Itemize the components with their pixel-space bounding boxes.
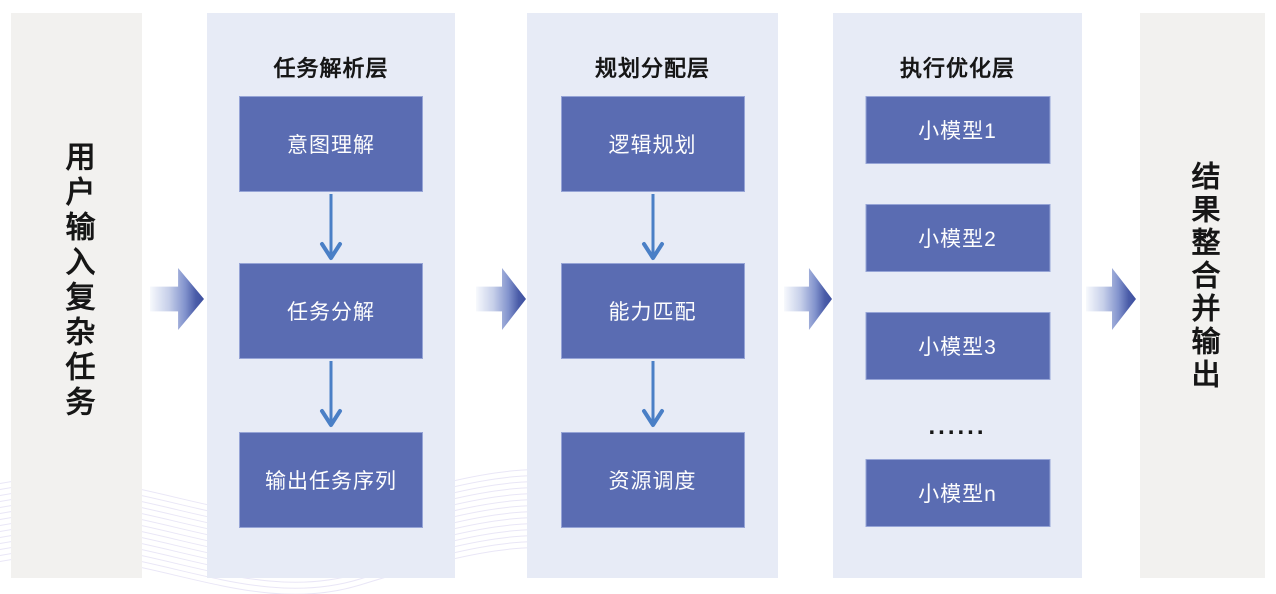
layer-execution-optimization: 执行优化层 小模型1 小模型2 小模型3 ...... 小模型n xyxy=(833,13,1082,578)
down-arrow-icon xyxy=(641,361,664,427)
node-task-decomposition: 任务分解 xyxy=(239,263,423,359)
node-small-model-3: 小模型3 xyxy=(865,312,1050,380)
node-logic-planning: 逻辑规划 xyxy=(560,96,745,192)
user-input-panel: 用户输入复杂任务 xyxy=(11,13,142,578)
down-arrow-icon xyxy=(320,194,342,260)
node-output-task-sequence: 输出任务序列 xyxy=(239,432,423,528)
node-intent-understanding: 意图理解 xyxy=(239,96,423,192)
layer-title: 任务解析层 xyxy=(273,56,389,82)
node-small-model-1: 小模型1 xyxy=(865,96,1050,164)
ellipsis-label: ...... xyxy=(928,413,987,440)
user-input-label: 用户输入复杂任务 xyxy=(60,141,94,421)
node-small-model-2: 小模型2 xyxy=(865,204,1050,272)
flow-arrow-icon-3 xyxy=(784,268,832,330)
flow-arrow-icon-1 xyxy=(150,268,204,330)
flow-arrow-icon-4 xyxy=(1086,268,1136,330)
node-small-model-n: 小模型n xyxy=(865,459,1050,527)
result-output-label: 结果整合并输出 xyxy=(1187,161,1219,392)
down-arrow-icon xyxy=(320,361,342,427)
node-capability-matching: 能力匹配 xyxy=(560,263,745,359)
layer-title: 执行优化层 xyxy=(899,56,1015,82)
layer-planning-allocation: 规划分配层 逻辑规划 能力匹配 资源调度 xyxy=(527,13,778,578)
layer-title: 规划分配层 xyxy=(594,56,710,82)
result-output-panel: 结果整合并输出 xyxy=(1140,13,1265,578)
down-arrow-icon xyxy=(641,194,664,260)
layer-task-parsing: 任务解析层 意图理解 任务分解 输出任务序列 xyxy=(207,13,455,578)
node-resource-scheduling: 资源调度 xyxy=(560,432,745,528)
flow-arrow-icon-2 xyxy=(476,268,526,330)
